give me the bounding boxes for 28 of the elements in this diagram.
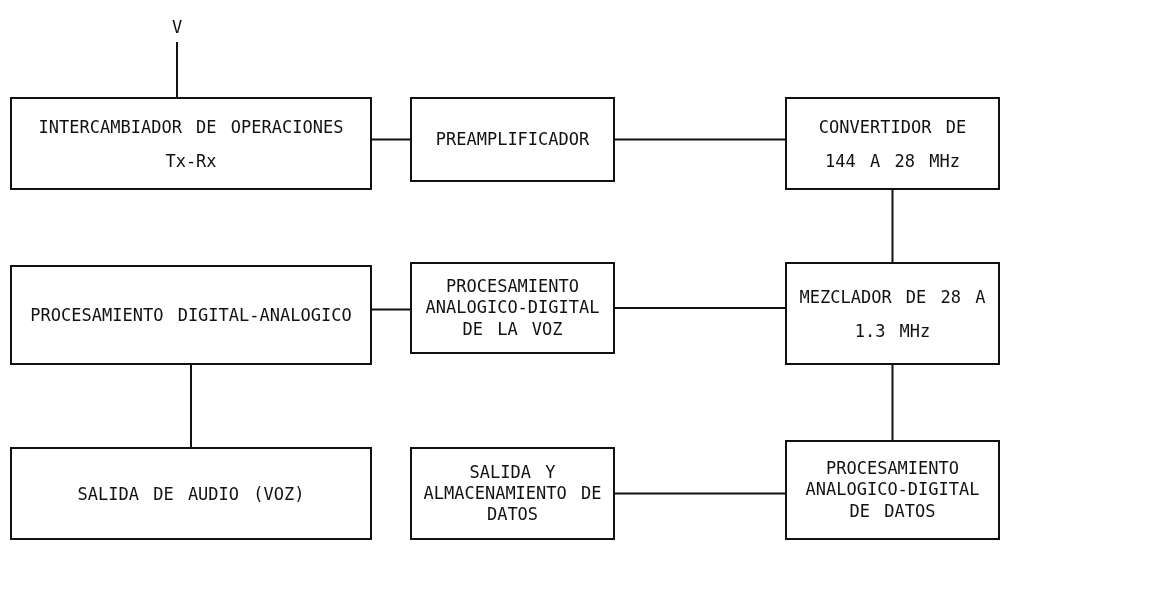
connector-line: [891, 189, 894, 263]
connector-line: [371, 138, 411, 141]
connector-line: [614, 492, 786, 495]
process-box: [410, 262, 615, 354]
process-box: [10, 265, 372, 365]
process-box: [785, 440, 1000, 540]
box-label: SALIDA Y ALMACENAMIENTO DE DATOS: [422, 461, 603, 526]
box-label: MEZCLADOR DE 28 A 1.3 MHz: [798, 285, 987, 343]
process-box: [785, 262, 1000, 365]
connector-line: [176, 41, 178, 98]
box-label: INTERCAMBIADOR DE OPERACIONES Tx-Rx: [37, 115, 345, 173]
box-label: PROCESAMIENTO ANALOGICO-DIGITAL DE DATOS: [804, 458, 981, 522]
process-box: [785, 97, 1000, 190]
connector-line: [614, 138, 786, 141]
process-box: [410, 97, 615, 182]
terminal-label: V: [165, 12, 189, 42]
box-label: PROCESAMIENTO DIGITAL-ANALOGICO: [30, 304, 352, 327]
process-box: [410, 447, 615, 540]
box-label: PREAMPLIFICADOR: [435, 129, 590, 150]
box-label: PROCESAMIENTO ANALOGICO-DIGITAL DE LA VOZ: [424, 276, 601, 340]
connector-line: [891, 364, 894, 441]
connector-line: [190, 364, 192, 448]
process-box: [10, 447, 372, 540]
process-box: [10, 97, 372, 190]
box-label: CONVERTIDOR DE 144 A 28 MHz: [817, 115, 968, 173]
box-label: SALIDA DE AUDIO (VOZ): [77, 482, 305, 506]
connector-line: [614, 307, 786, 309]
connector-line: [371, 308, 411, 311]
